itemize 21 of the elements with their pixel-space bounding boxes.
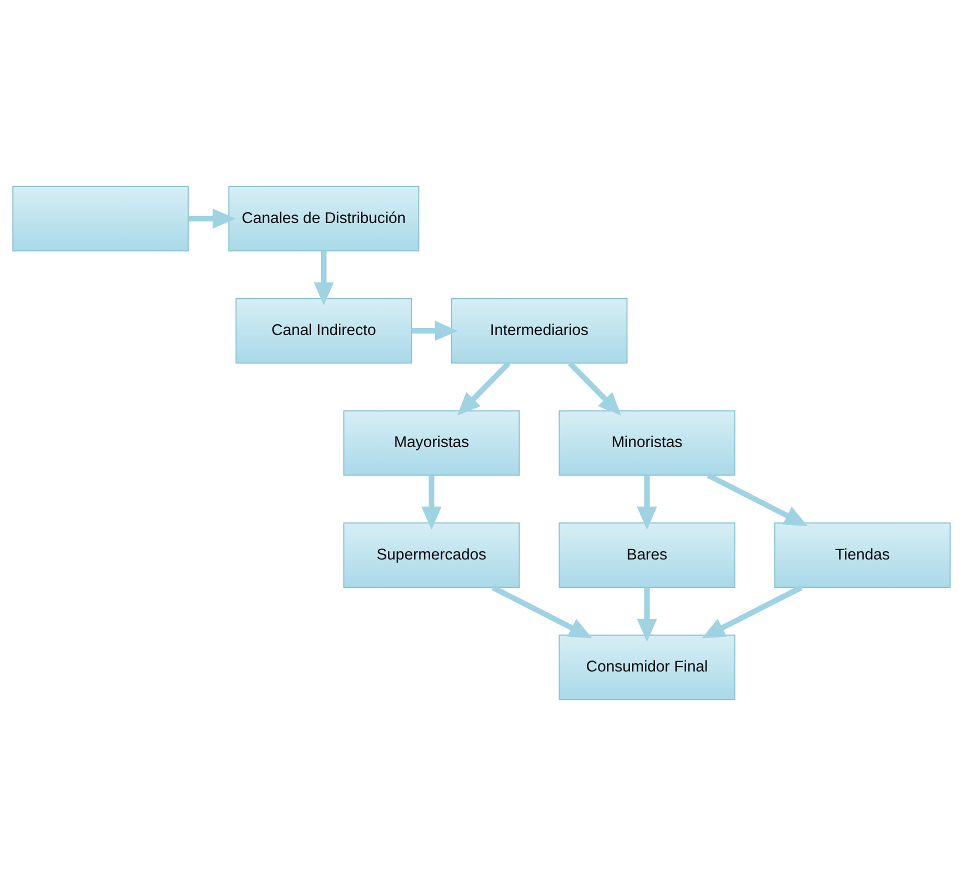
node-box: Consumidor Final xyxy=(558,634,736,700)
arrow xyxy=(636,588,658,642)
arrow xyxy=(457,361,511,416)
arrow xyxy=(491,585,592,638)
node-box: Supermercados xyxy=(343,522,520,588)
node-box xyxy=(12,186,189,252)
node-box: Canal Indirecto xyxy=(236,298,412,364)
node-box: Tiendas xyxy=(774,522,951,588)
arrow xyxy=(636,475,658,530)
arrow xyxy=(702,585,803,638)
arrow xyxy=(568,361,622,416)
node-box: Mayoristas xyxy=(343,410,520,476)
arrow xyxy=(421,475,442,530)
node-box: Intermediarios xyxy=(450,298,628,364)
arrow xyxy=(706,472,808,526)
node-box: Bares xyxy=(558,522,736,588)
arrow xyxy=(314,250,334,306)
arrow xyxy=(188,208,236,229)
node-box: Minoristas xyxy=(558,410,736,476)
arrow xyxy=(412,320,458,341)
node-box: Canales de Distribución xyxy=(228,186,420,252)
